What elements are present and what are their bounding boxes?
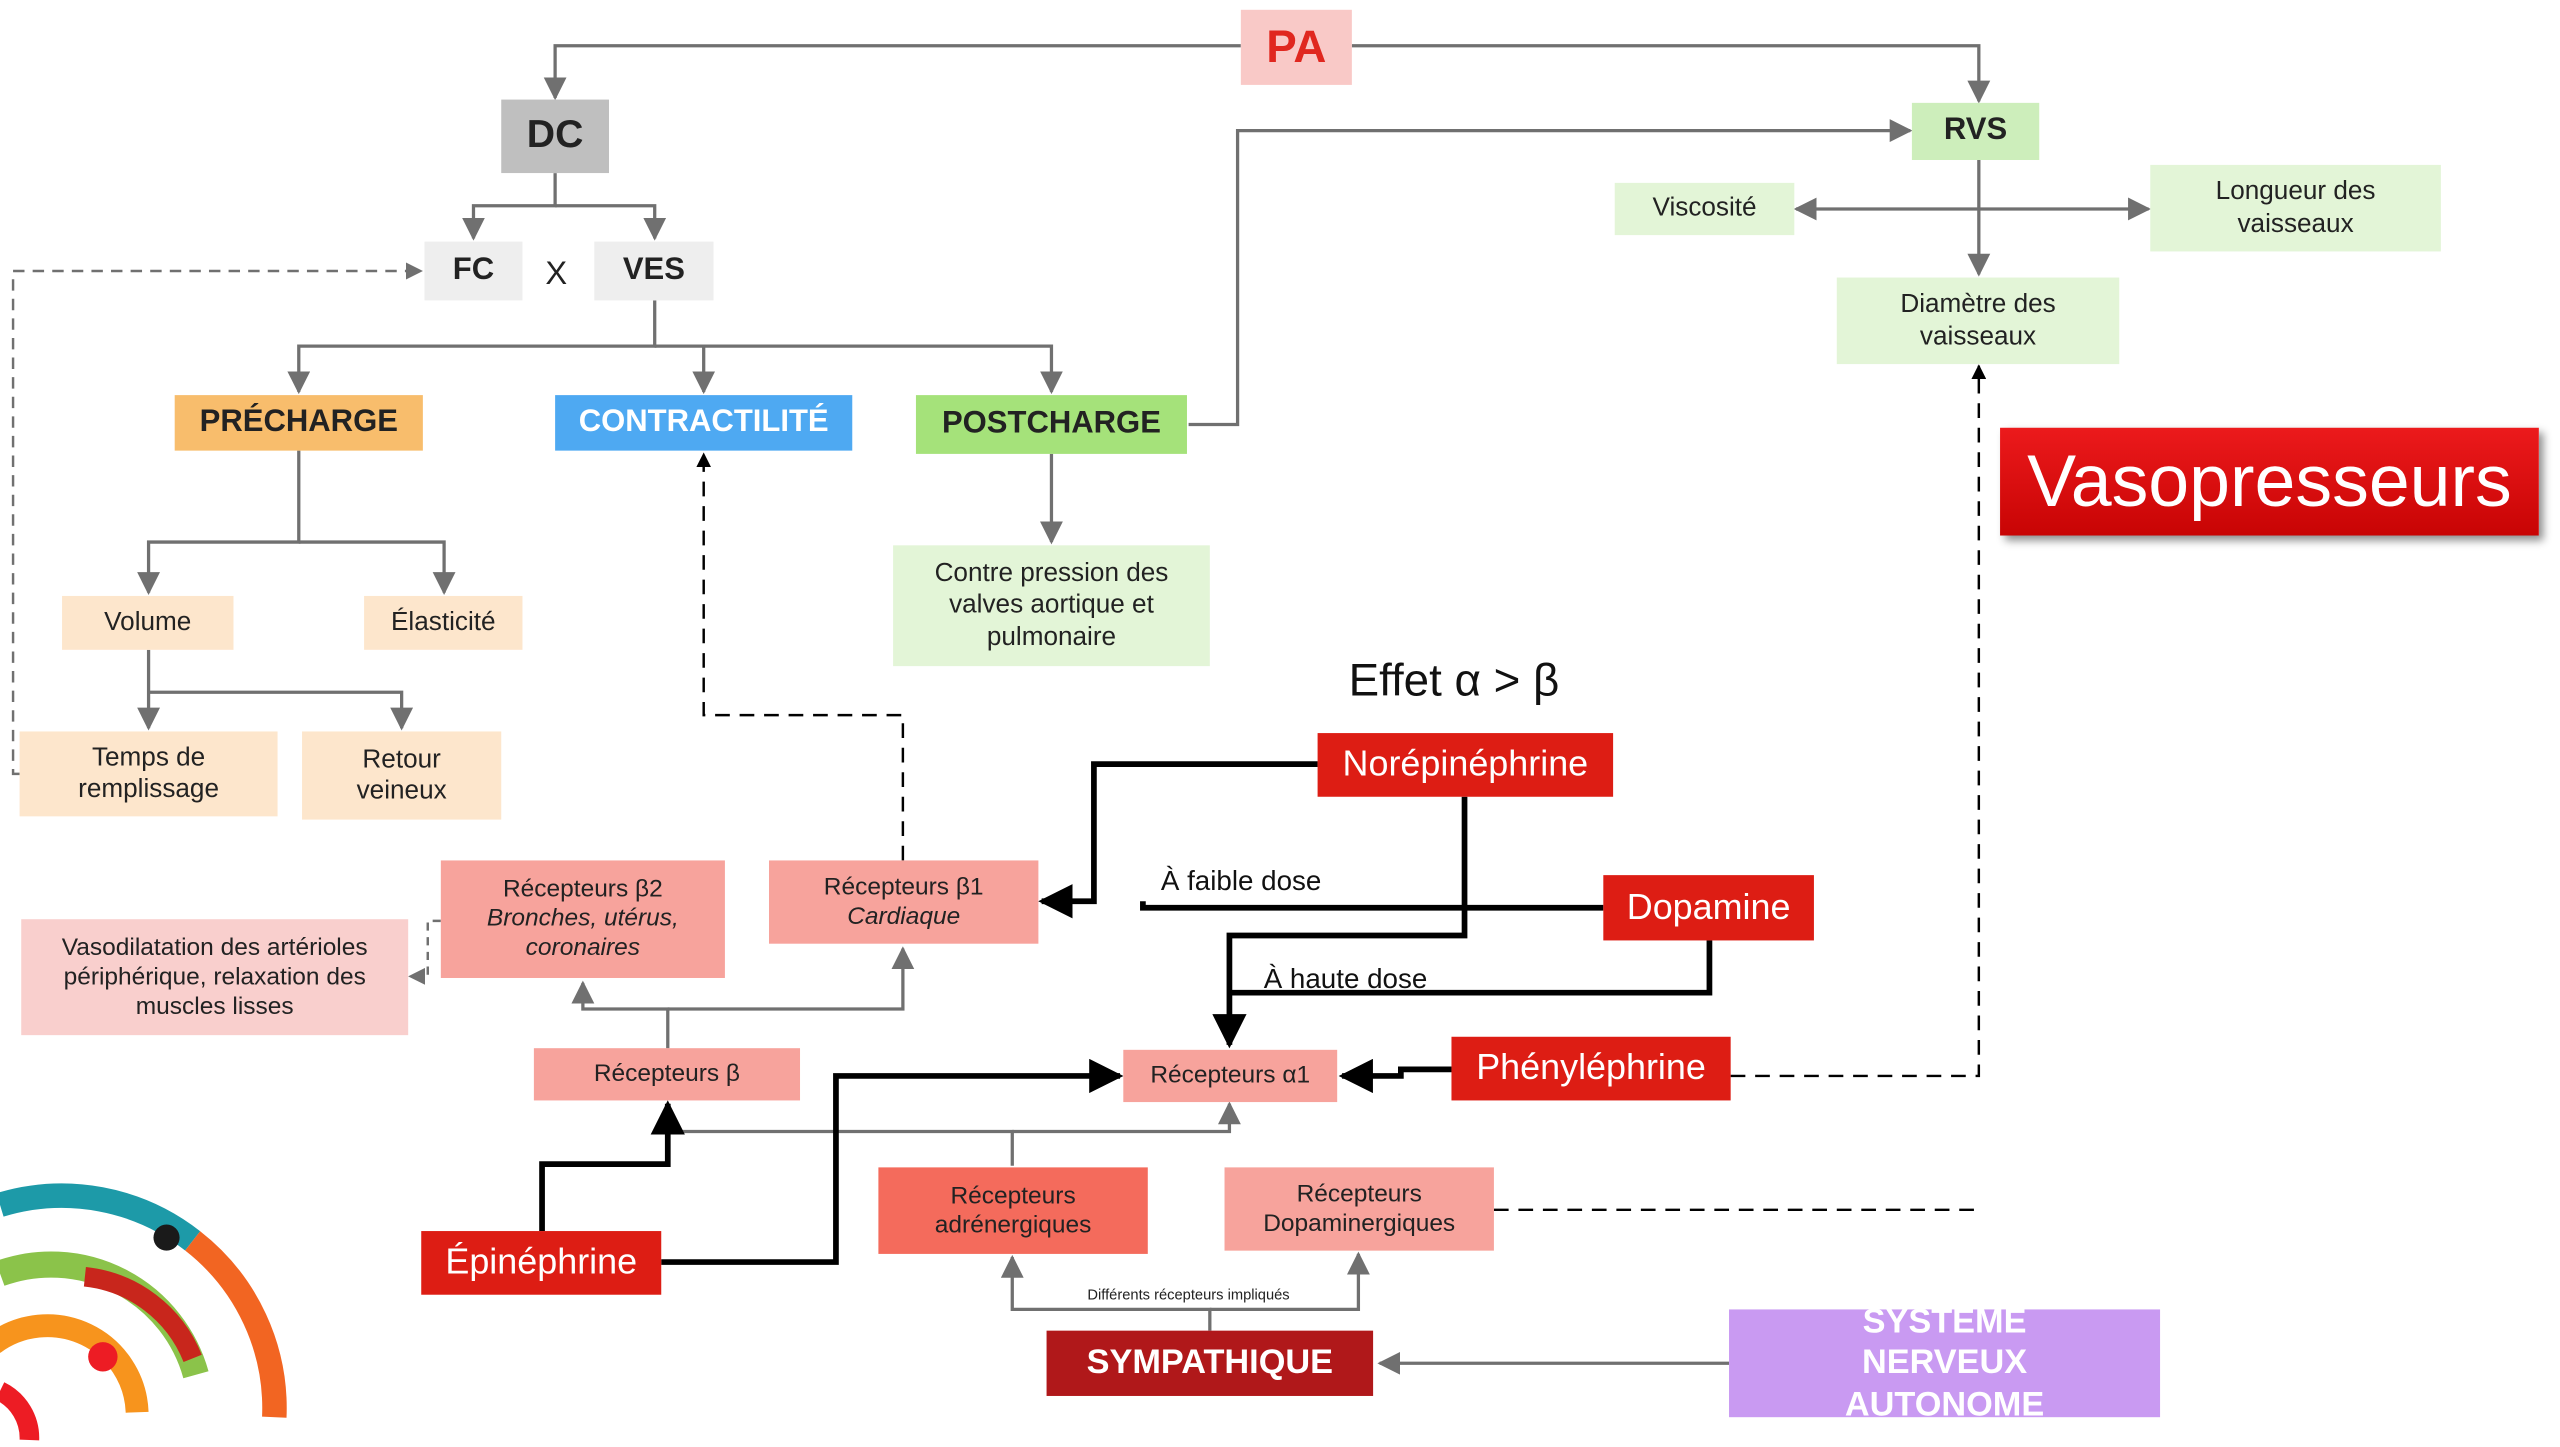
line-phenylephrine-alpha1 bbox=[1338, 1058, 1452, 1094]
multiply-sign: X bbox=[545, 256, 568, 293]
ves-box: VES bbox=[594, 241, 714, 301]
volume-box: Volume bbox=[62, 595, 234, 650]
receptor-b2-title: Récepteurs β2 bbox=[502, 875, 663, 903]
retour-veineux-box: Retour veineux bbox=[302, 731, 502, 820]
line-b1-contractilite-dashed bbox=[696, 452, 905, 861]
temps-remplissage-box: Temps de remplissage bbox=[19, 731, 278, 817]
elasticite-box: Élasticité bbox=[364, 595, 523, 650]
vasopresseurs-banner: Vasopresseurs bbox=[2000, 427, 2539, 536]
line-temps-fc-dashed bbox=[11, 262, 423, 776]
line-adrenergic-alpha1 bbox=[1012, 1101, 1241, 1134]
receptor-dopaminergic-box: Récepteurs Dopaminergiques bbox=[1224, 1167, 1494, 1251]
high-dose-label: À haute dose bbox=[1263, 963, 1428, 995]
viscosite-box: Viscosité bbox=[1614, 182, 1795, 236]
line-pa-rvs bbox=[1351, 44, 1991, 104]
different-receptors-label: Différents récepteurs impliqués bbox=[1087, 1286, 1290, 1303]
receptor-b1-title: Récepteurs β1 bbox=[823, 872, 984, 901]
line-dopamine-low bbox=[1140, 901, 1604, 911]
line-epinephrine-beta bbox=[539, 1100, 685, 1232]
receptor-beta-box: Récepteurs β bbox=[533, 1048, 801, 1101]
dc-box: DC bbox=[501, 99, 609, 174]
line-ves-contractilite bbox=[654, 344, 716, 395]
line-sympathique-adrenergic bbox=[1000, 1254, 1212, 1331]
line-norepinephrine-alpha1 bbox=[1212, 796, 1468, 1049]
fc-box: FC bbox=[424, 241, 523, 301]
vasodilatation-box: Vasodilatation des artérioles périphériq… bbox=[21, 919, 409, 1036]
dopamine-box: Dopamine bbox=[1603, 875, 1814, 941]
line-norepinephrine-b1 bbox=[1038, 761, 1318, 919]
receptor-adrenergic-box: Récepteurs adrénergiques bbox=[878, 1167, 1148, 1254]
line-beta-b2 bbox=[571, 980, 670, 1049]
precharge-box: PRÉCHARGE bbox=[174, 395, 423, 451]
line-pa-dc bbox=[543, 44, 1241, 101]
line-precharge-volume bbox=[137, 450, 301, 595]
receptor-b2-subtitle: Bronches, utérus, coronaires bbox=[486, 904, 679, 962]
logo-arcs bbox=[0, 1183, 287, 1441]
phenylephrine-box: Phényléphrine bbox=[1451, 1036, 1731, 1101]
receptor-alpha1-box: Récepteurs α1 bbox=[1123, 1049, 1338, 1103]
line-adrenergic-beta bbox=[656, 1101, 1014, 1166]
pa-box: PA bbox=[1240, 9, 1352, 85]
line-ves-precharge bbox=[287, 300, 657, 395]
line-dc-ves bbox=[555, 204, 667, 241]
receptor-b1-box: Récepteurs β1 Cardiaque bbox=[769, 860, 1039, 944]
line-precharge-elasticite bbox=[298, 540, 456, 595]
receptor-b1-subtitle: Cardiaque bbox=[847, 902, 961, 930]
low-dose-label: À faible dose bbox=[1160, 865, 1322, 897]
line-sympathique-dopaminergic bbox=[1209, 1251, 1370, 1312]
line-ves-postcharge bbox=[703, 344, 1063, 395]
line-b2-vasodilatation-dashed bbox=[408, 919, 441, 985]
line-postcharge-rvs bbox=[1188, 119, 1913, 427]
line-phenylephrine-diametre-dashed bbox=[1730, 364, 1987, 1078]
line-dopamine-high bbox=[1229, 940, 1713, 996]
postcharge-box: POSTCHARGE bbox=[915, 395, 1187, 454]
rvs-box: RVS bbox=[1911, 102, 2040, 161]
sympathique-box: SYMPATHIQUE bbox=[1046, 1330, 1374, 1396]
sna-box: SYSTÈME NERVEUX AUTONOME bbox=[1729, 1303, 2161, 1423]
effect-label: Effet α > β bbox=[1348, 654, 1560, 706]
line-epinephrine-alpha1 bbox=[661, 1058, 1124, 1265]
receptor-b2-box: Récepteurs β2 Bronches, utérus, coronair… bbox=[440, 860, 725, 978]
epinephrine-box: Épinéphrine bbox=[421, 1231, 662, 1295]
diametre-box: Diamètre des vaisseaux bbox=[1836, 277, 2120, 365]
contre-pression-box: Contre pression des valves aortique et p… bbox=[893, 545, 1210, 667]
line-volume-retour bbox=[148, 690, 414, 731]
line-beta-b1 bbox=[667, 946, 915, 1011]
contractilite-box: CONTRACTILITÉ bbox=[555, 395, 853, 451]
line-dc-fc bbox=[462, 173, 557, 241]
longueur-box: Longueur des vaisseaux bbox=[2150, 164, 2441, 252]
norepinephrine-box: Norépinéphrine bbox=[1317, 733, 1614, 797]
